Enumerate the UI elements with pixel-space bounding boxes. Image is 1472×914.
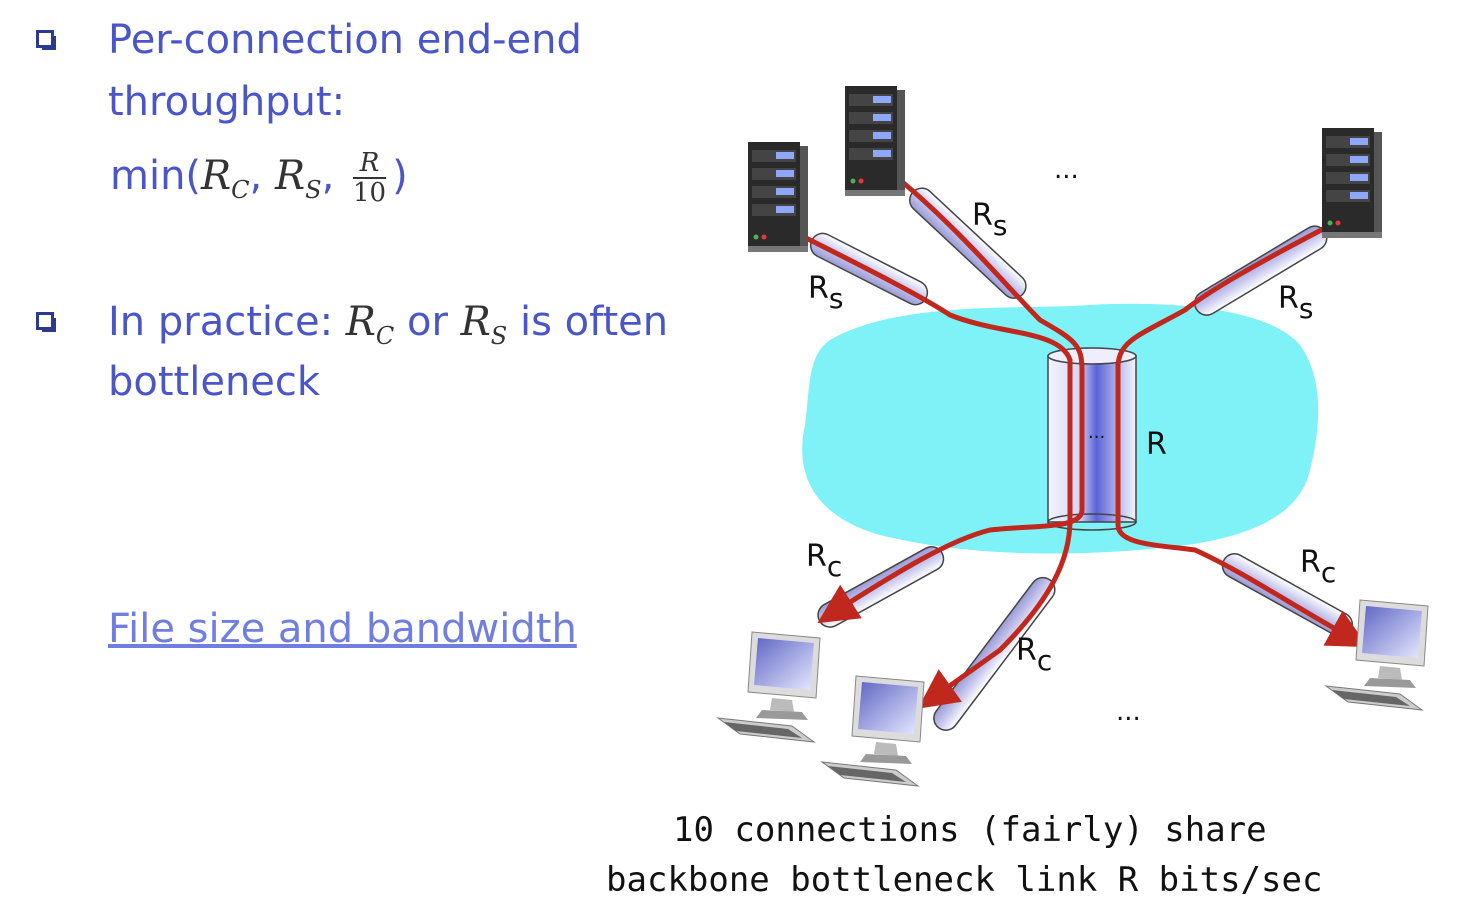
- bullet-1-line-1: Per-connection end-end: [108, 17, 582, 63]
- formula-prefix: min(: [110, 153, 202, 199]
- caption-line-1: 10 connections (fairly) share: [673, 810, 1267, 850]
- comma: ,: [321, 153, 335, 199]
- ellipsis-clients: ...: [1116, 697, 1141, 727]
- rc-label: Rc: [1016, 633, 1052, 677]
- ellipsis-core: ...: [1088, 422, 1105, 443]
- rs-symbol: RS: [274, 153, 322, 204]
- rs-label: Rs: [1278, 281, 1313, 325]
- bullet-2-line-1: In practice: RC or RS is often: [108, 299, 669, 350]
- rc-symbol: RC: [345, 299, 395, 350]
- data-flows: [797, 177, 1369, 709]
- bullet-1-line-2: throughput:: [108, 79, 346, 125]
- client-pc-icon: [821, 675, 925, 787]
- file-size-bandwidth-link[interactable]: File size and bandwidth: [108, 606, 577, 652]
- rc-label: Rc: [806, 539, 842, 583]
- rs-symbol: RS: [460, 299, 508, 350]
- server-icon: [748, 142, 808, 252]
- server-link-pipes: [809, 187, 1328, 316]
- core-r-label: R: [1146, 427, 1167, 462]
- server-icon: [845, 86, 905, 196]
- rs-label: Rs: [972, 198, 1007, 242]
- client-pc-icon: [717, 631, 821, 743]
- comma: ,: [249, 153, 263, 199]
- bullet-marker-2: [36, 312, 56, 332]
- bottleneck-link-cylinder: [1047, 347, 1137, 531]
- server-icon: [1322, 128, 1382, 238]
- bullet-marker-1: [36, 30, 56, 50]
- ellipsis-servers: ...: [1054, 155, 1079, 185]
- rs-label: Rs: [808, 271, 843, 315]
- bullet-2-line-2: bottleneck: [108, 359, 321, 405]
- caption-line-2: backbone bottleneck link R bits/sec: [606, 860, 1323, 900]
- rc-label: Rc: [1300, 545, 1336, 589]
- rc-symbol: RC: [201, 153, 250, 204]
- formula-suffix: ): [392, 153, 408, 199]
